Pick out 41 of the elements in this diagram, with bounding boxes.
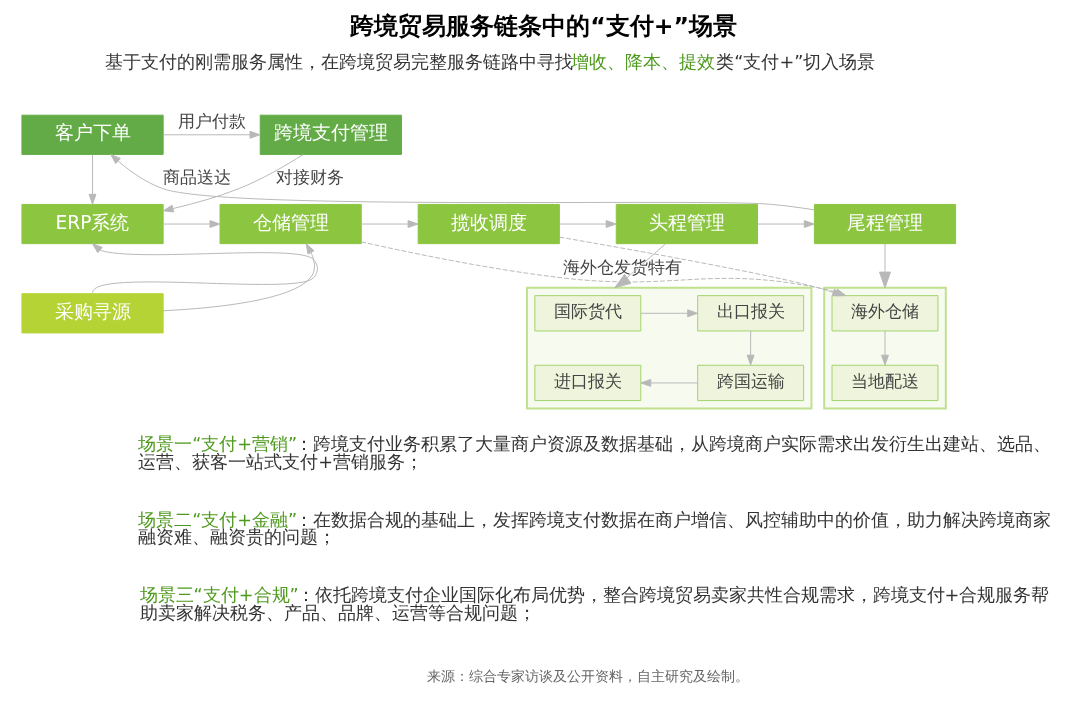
arrow — [360, 220, 418, 228]
label: 场景二“支付+金融”：在数据合规的基础上，发挥跨境支付数据在商户增信、风控辅助中的价值，助力解决跨境商家融资难、融资贵的问题； — [137, 509, 1051, 548]
arrow — [746, 330, 755, 366]
arrow — [558, 220, 616, 228]
label: 场景一“支付+营销”：跨境支付业务积累了大量商户资源及数据基础，从跨境商户实际需求出发衍生出建站、选品、运营、获客一站式支付+营销服务； — [137, 434, 1051, 472]
node-box: 客户下单 — [20, 114, 164, 155]
edge-label: 海外仓发货特有 — [562, 257, 682, 277]
node-box: 尾程管理 — [813, 203, 956, 245]
arrow — [109, 153, 815, 211]
arrow — [162, 243, 315, 312]
node-box: 当地配送 — [831, 364, 938, 402]
arrow — [756, 220, 815, 228]
node-box: 出口报关 — [696, 295, 804, 332]
node-box: 海外仓储 — [831, 295, 938, 332]
arrow — [162, 130, 260, 139]
label: 基于支付的刚需服务属性，在跨境贸易完整服务链路中寻找增收、降本、提效类“支付+”切入场景 — [104, 52, 875, 73]
cluster — [525, 286, 812, 410]
node-box: 采购寻源 — [20, 293, 164, 334]
edge-label: 对接财务 — [275, 168, 344, 188]
arrow — [88, 154, 96, 205]
arrow — [878, 243, 891, 289]
node-box: 仓储管理 — [219, 203, 362, 245]
arrow — [613, 243, 666, 289]
node-box: 跨境支付管理 — [259, 114, 402, 155]
node-box: 头程管理 — [615, 203, 758, 245]
node-box: 国际货代 — [533, 295, 641, 332]
node-box: 揽收调度 — [417, 203, 560, 245]
arrow — [162, 220, 220, 228]
node-box: 跨国运输 — [696, 364, 804, 402]
arrow — [639, 379, 698, 387]
edge-label: 用户付款 — [177, 111, 246, 131]
arrow — [162, 153, 304, 213]
arrow — [91, 243, 318, 294]
node-box: 进口报关 — [533, 364, 641, 402]
node-box: ERP系统 — [20, 203, 164, 245]
diagram-title: 跨境贸易服务链条中的“支付+”场景 — [349, 11, 737, 40]
arrow — [639, 309, 698, 318]
label: 来源：综合专家访谈及公开资料，自主研究及绘制。 — [426, 668, 749, 685]
arrow — [880, 330, 889, 366]
label: 场景三“支付+合规”：依托跨境支付企业国际化布局优势，整合跨境贸易卖家共性合规需求，跨境支付+合规服务帮助卖家解决税务、产品、品牌、运营等合规问题； — [139, 585, 1049, 623]
edge-label: 商品送达 — [162, 168, 231, 188]
